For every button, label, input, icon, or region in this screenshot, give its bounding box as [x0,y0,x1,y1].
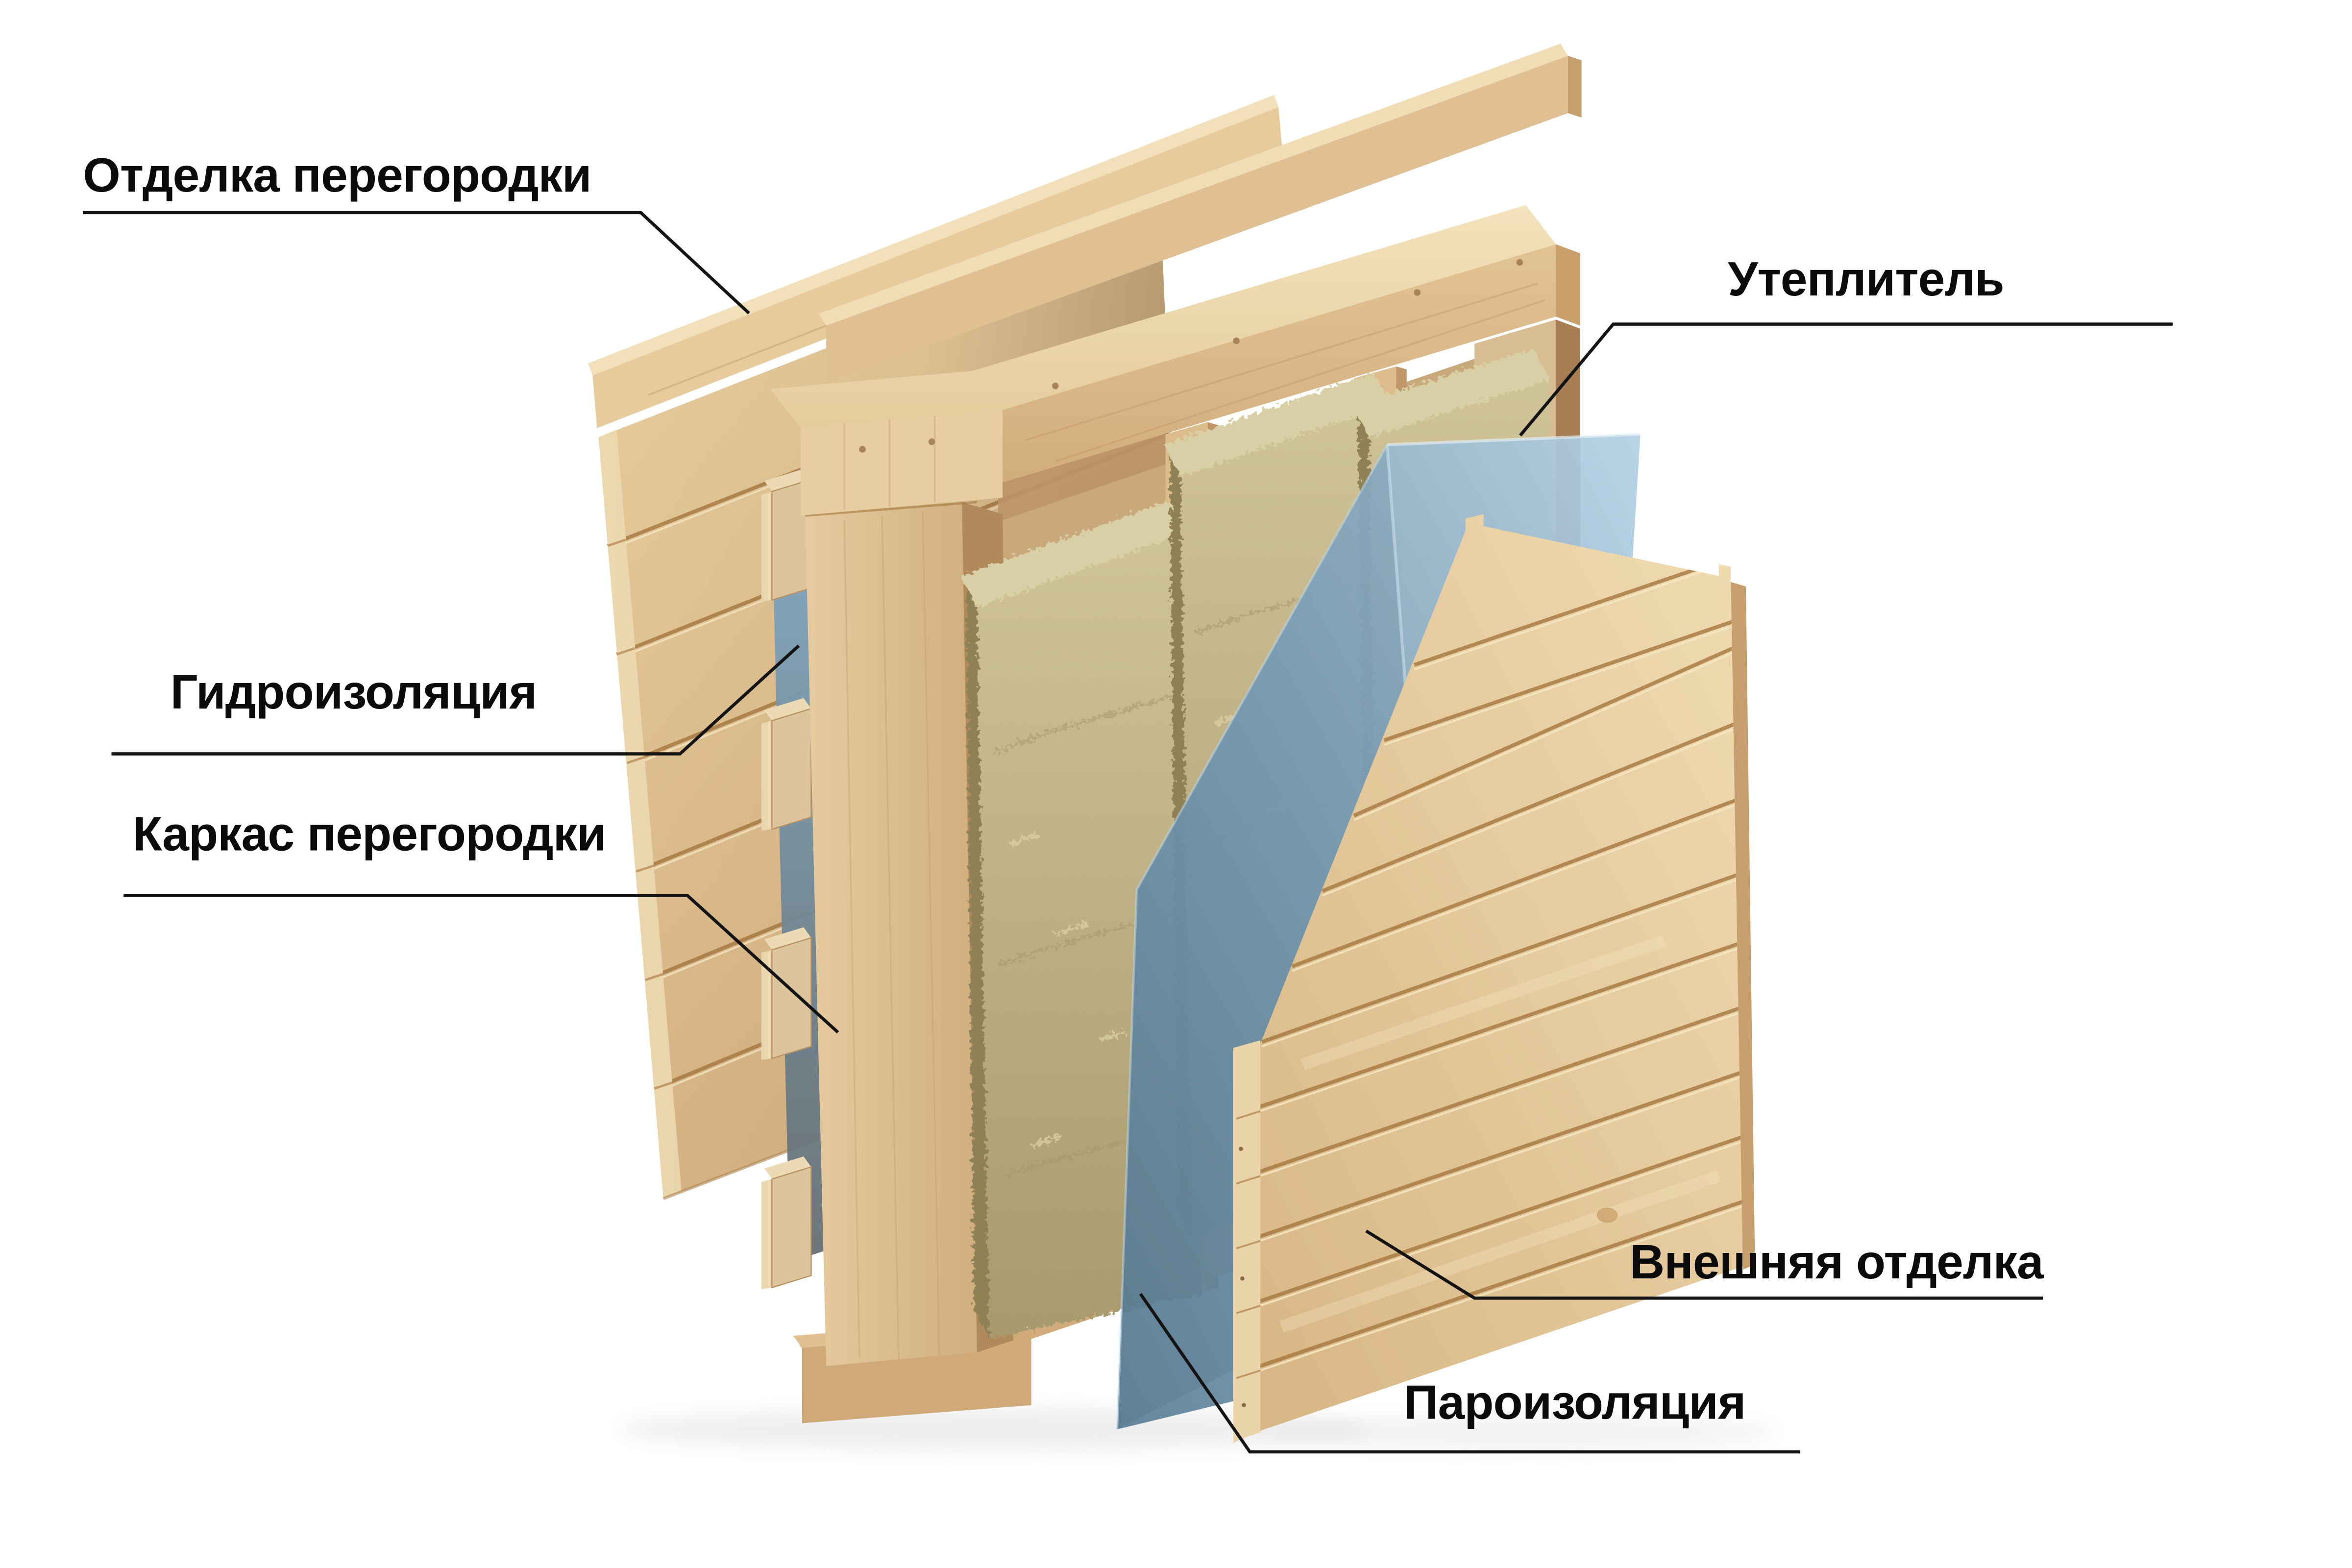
rear-top-plate-top-face [818,44,1568,326]
batten-block [761,1156,812,1289]
leader-lines [83,211,2173,1454]
cladding-body [1247,514,1743,1436]
batt-texture-light [1009,832,1126,1148]
nail [1516,259,1523,266]
film-left-edge-highlight [1116,444,1388,1430]
rear-top-plate-front [826,55,1568,383]
shadow-right [1266,1414,1779,1450]
label-insulation: Утеплитель [1728,252,2004,306]
block-side [761,950,772,1060]
cladding-groove-highlights [1247,557,1743,1376]
batt-top-face [1164,372,1390,477]
label-exterior-finishing: Внешняя отделка [1630,1235,2044,1289]
nail [859,446,866,453]
top-loose-plank-top-face [588,95,1279,376]
nail [1414,289,1421,296]
cladding-right-edge-face [1731,582,1755,1270]
nail [1242,1403,1246,1407]
block-side [761,491,772,602]
labels: Отделка перегородки Утеплитель Гидроизол… [83,148,2045,1429]
nails [859,259,1523,453]
leader-partition-frame [123,894,839,1034]
film-top-edge-highlight [1387,433,1641,446]
cladding-nails [1239,1147,1246,1407]
cladding-grooves [1247,551,1743,1372]
cladding-end-steps [1236,1110,1261,1379]
top-loose-plank [592,107,1283,428]
cladding-left-end-grain [1233,1040,1261,1443]
cladding-grain-streaks [1279,935,1721,1333]
block-front [771,708,812,830]
plate-end-cap [800,410,1003,516]
nail [1233,337,1240,344]
label-partition-finishing: Отделка перегородки [83,148,591,202]
rear-top-plate-end [1568,55,1582,118]
plate-grain [1025,282,1546,463]
leader-vapor-barrier [1139,1293,1800,1454]
leader-partition-finishing [83,211,750,315]
block-top [764,927,811,950]
batt-top-face [1352,348,1550,438]
nail [928,438,935,445]
batten-block [761,927,812,1060]
bay-shadowed-plank [998,422,1166,522]
post-grain [843,511,940,1360]
end-cap-grain [843,416,936,510]
exterior-cladding-panel [1233,514,1755,1443]
nail [1240,1276,1245,1281]
batt-top-face [960,499,1191,608]
label-waterproofing: Гидроизоляция [171,665,537,719]
cladding-planks [1247,551,1743,1376]
post-front [805,502,977,1366]
label-partition-frame: Каркас перегородки [133,807,606,860]
post-cap-seam [805,501,978,517]
nail [1239,1147,1243,1151]
wood-knot [1596,1207,1618,1223]
batten-block [761,698,812,831]
block-top [764,1156,811,1179]
block-front [771,937,812,1059]
leader-exterior-finishing [1365,1229,2043,1300]
block-top [764,698,811,721]
plate-right-end [1556,244,1580,326]
front-top-plate [770,205,1580,516]
nail [1052,382,1059,390]
block-side [761,720,772,831]
plate-top-face [770,205,1556,428]
label-vapor-barrier: Пароизоляция [1404,1375,1746,1429]
plate-front-face [1003,244,1556,483]
block-top [764,468,811,492]
block-front [771,1166,812,1289]
leader-waterproofing [111,644,800,756]
leader-insulation [1519,322,2173,437]
block-side [761,1179,772,1289]
batt-side-face [966,586,989,1339]
